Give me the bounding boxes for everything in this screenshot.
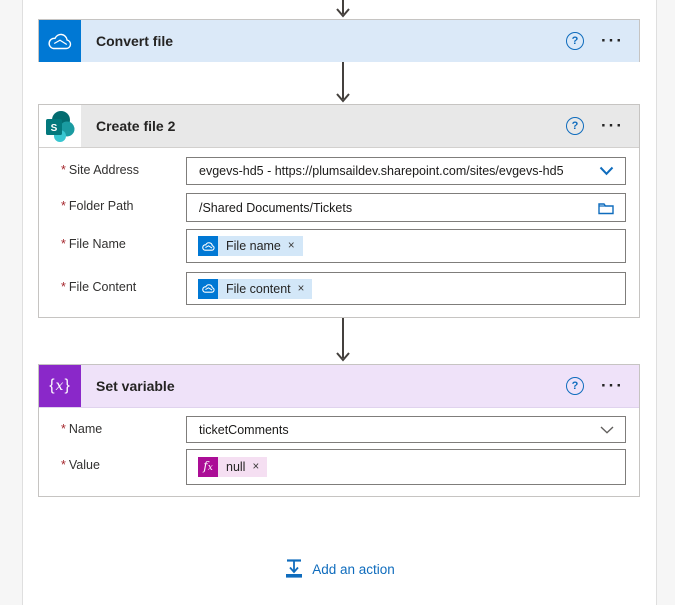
file-content-input[interactable]: File content × (186, 272, 626, 305)
action-header-set-variable[interactable]: {x} Set variable ? ··· (39, 365, 639, 408)
folder-path-input[interactable]: /Shared Documents/Tickets (186, 193, 626, 222)
field-label: *Site Address (61, 163, 140, 177)
folder-path-value: /Shared Documents/Tickets (199, 200, 353, 215)
folder-picker-icon[interactable] (598, 201, 614, 214)
chevron-down-icon[interactable] (599, 166, 614, 176)
field-variable-value: *Value fx null × (39, 449, 639, 485)
remove-token-icon[interactable]: × (297, 282, 305, 295)
field-label: *File Name (61, 237, 126, 251)
action-title: Create file 2 (96, 118, 176, 134)
chevron-down-icon[interactable] (600, 425, 614, 434)
required-marker: * (61, 237, 66, 251)
sharepoint-connector-icon: S (39, 105, 81, 147)
action-card-create-file-2: S Create file 2 ? ··· *Site Address evge… (38, 104, 640, 318)
ellipsis-menu-icon[interactable]: ··· (601, 116, 624, 135)
variable-value-input[interactable]: fx null × (186, 449, 626, 485)
required-marker: * (61, 280, 66, 294)
file-name-input[interactable]: File name × (186, 229, 626, 263)
field-label: *Value (61, 458, 100, 472)
canvas-left-gutter (0, 0, 23, 605)
onedrive-token-icon (198, 278, 218, 299)
action-title: Set variable (96, 378, 175, 394)
help-icon[interactable]: ? (566, 32, 585, 50)
connector-arrow-icon (336, 0, 350, 18)
variable-connector-icon: {x} (39, 365, 81, 407)
field-label: *Folder Path (61, 199, 134, 213)
required-marker: * (61, 163, 66, 177)
connector-arrow-icon (336, 62, 350, 103)
dynamic-content-token[interactable]: File name × (198, 236, 303, 256)
action-title: Convert file (96, 33, 174, 49)
add-action-icon (286, 559, 303, 578)
fx-token-icon: fx (198, 457, 218, 477)
token-label: File content (226, 281, 291, 296)
remove-token-icon[interactable]: × (287, 240, 295, 252)
add-action-button[interactable]: Add an action (24, 559, 656, 579)
site-address-value: evgevs-hd5 - https://plumsaildev.sharepo… (199, 164, 564, 178)
variable-name-value: ticketComments (199, 422, 289, 437)
expression-token[interactable]: fx null × (198, 457, 268, 477)
action-card-convert-file: Convert file ? ··· (38, 19, 640, 62)
help-icon[interactable]: ? (566, 377, 585, 395)
help-icon[interactable]: ? (566, 117, 585, 135)
field-label: *Name (61, 422, 103, 436)
ellipsis-menu-icon[interactable]: ··· (601, 31, 624, 50)
required-marker: * (61, 422, 66, 436)
required-marker: * (61, 199, 66, 213)
field-site-address: *Site Address evgevs-hd5 - https://plums… (39, 157, 639, 185)
action-header-create-file-2[interactable]: S Create file 2 ? ··· (39, 105, 639, 148)
field-variable-name: *Name ticketComments (39, 416, 639, 443)
connector-arrow-icon (336, 318, 350, 362)
onedrive-connector-icon (39, 20, 81, 62)
ellipsis-menu-icon[interactable]: ··· (601, 376, 624, 395)
field-label: *File Content (61, 280, 137, 294)
remove-token-icon[interactable]: × (252, 461, 260, 473)
field-folder-path: *Folder Path /Shared Documents/Tickets (39, 193, 639, 222)
dynamic-content-token[interactable]: File content × (198, 278, 313, 299)
site-address-dropdown[interactable]: evgevs-hd5 - https://plumsaildev.sharepo… (186, 157, 626, 185)
field-file-name: *File Name File name × (39, 229, 639, 263)
token-label: File name (226, 239, 281, 253)
add-action-label: Add an action (312, 561, 395, 577)
sharepoint-letter: S (51, 123, 58, 134)
canvas-right-gutter (656, 0, 675, 605)
required-marker: * (61, 458, 66, 472)
token-label: null (226, 460, 246, 474)
onedrive-token-icon (198, 236, 218, 256)
field-file-content: *File Content File content × (39, 272, 639, 305)
action-card-set-variable: {x} Set variable ? ··· *Name ticketComme… (38, 364, 640, 497)
variable-name-dropdown[interactable]: ticketComments (186, 416, 626, 443)
action-header-convert-file[interactable]: Convert file ? ··· (39, 20, 639, 62)
